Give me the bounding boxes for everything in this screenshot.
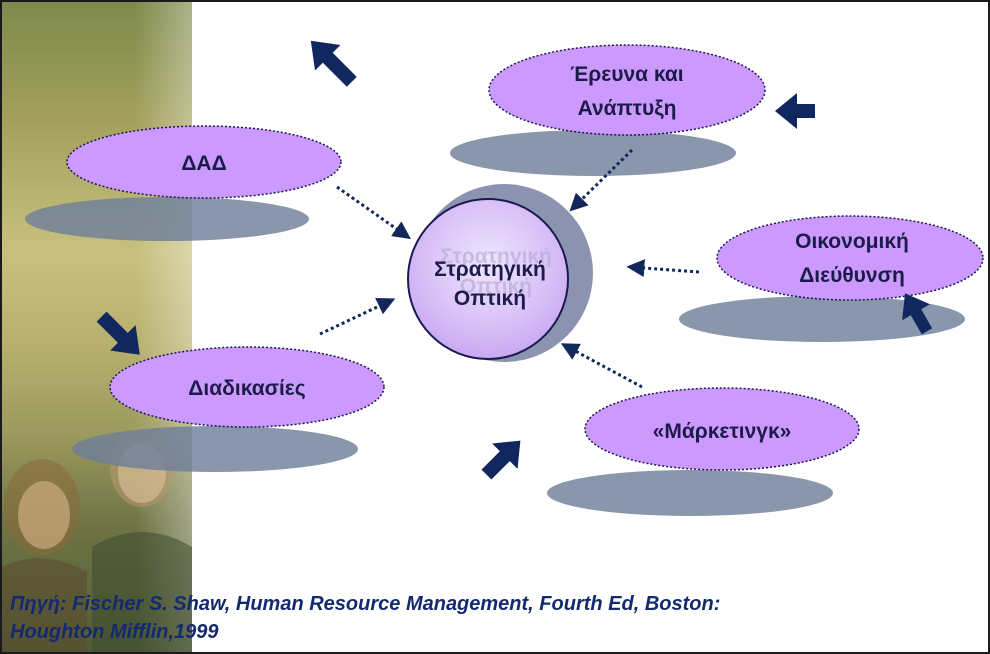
shadow-finance	[679, 296, 965, 342]
center-ghost-label-2: Οπτική	[460, 275, 532, 298]
shadow-processes	[72, 426, 358, 472]
connector-processes	[319, 298, 396, 336]
connector-marketing	[560, 343, 643, 389]
connector-finance	[626, 259, 700, 278]
connector-ddd	[336, 185, 411, 240]
node-finance-label-1: Οικονομική	[795, 230, 909, 253]
node-research-label-2: Ανάπτυξη	[578, 97, 677, 120]
arrow-icon-processes	[96, 311, 140, 355]
arrow-icon-top	[310, 40, 357, 87]
source-line-2: Houghton Mifflin,1999	[10, 621, 219, 643]
photo-strip	[2, 2, 192, 652]
node-ddd	[66, 125, 342, 199]
center-node	[407, 198, 569, 360]
source-citation: Πηγή: Fischer S. Shaw, Human Resource Ma…	[10, 590, 970, 646]
node-research-label-1: Έρευνα και	[570, 63, 683, 86]
shadow-research	[450, 130, 736, 176]
source-line-1: Πηγή: Fischer S. Shaw, Human Resource Ma…	[10, 593, 721, 615]
node-processes	[109, 346, 385, 428]
node-marketing-label: «Μάρκετινγκ»	[653, 420, 792, 443]
shadow-ddd	[25, 197, 309, 241]
cursor-arrow-icon	[902, 293, 933, 335]
node-finance	[716, 215, 984, 301]
node-ddd-label: ΔΑΔ	[181, 152, 226, 175]
node-research	[488, 44, 766, 136]
connector-research	[569, 148, 634, 212]
shadow-marketing	[547, 470, 833, 516]
node-marketing	[584, 387, 860, 471]
node-finance-label-2: Διεύθυνση	[799, 264, 905, 287]
node-processes-label: Διαδικασίες	[188, 377, 305, 400]
arrow-icon-marketing	[481, 440, 521, 480]
arrow-icon-research	[775, 93, 815, 129]
center-label-1: Στρατηγική	[434, 258, 546, 281]
center-ghost-label-1: Στρατηγική	[440, 245, 552, 268]
center-label-2: Οπτική	[454, 287, 526, 310]
